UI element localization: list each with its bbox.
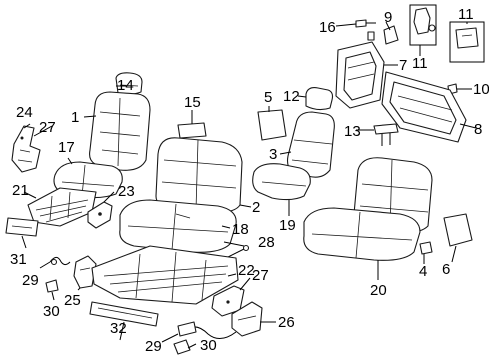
part-20-bench-cushion-right [303, 207, 421, 261]
callout-29b: 29 [145, 338, 162, 355]
part-30-clip-left [45, 279, 59, 293]
callout-7: 7 [399, 57, 407, 74]
part-1-seat-back-left [89, 91, 151, 171]
part-16-bolt [355, 19, 376, 41]
part-27-bracket-center [211, 285, 245, 317]
callout-24: 24 [16, 104, 33, 121]
part-29-cable-center [177, 321, 237, 339]
part-7-seat-back-frame [335, 41, 385, 109]
callout-9: 9 [384, 9, 392, 26]
leader-lines [21, 21, 477, 349]
part-31-trim-panel [5, 217, 39, 237]
part-9-box [409, 4, 437, 46]
callout-10: 10 [473, 81, 489, 98]
callout-31: 31 [10, 251, 27, 268]
callout-3: 3 [269, 146, 277, 163]
callout-30a: 30 [43, 303, 60, 320]
part-9-latch [383, 25, 399, 45]
callout-16: 16 [319, 19, 336, 36]
callout-21: 21 [12, 182, 29, 199]
part-13-headrest-guide [373, 123, 399, 146]
callout-11b: 11 [458, 6, 474, 23]
callout-15: 15 [184, 94, 201, 111]
callout-25: 25 [64, 292, 81, 309]
callout-29a: 29 [22, 272, 39, 289]
callout-22: 22 [238, 262, 255, 279]
callout-14: 14 [117, 77, 134, 94]
callout-30b: 30 [200, 337, 217, 354]
part-32-trim-bar [89, 301, 159, 327]
callout-13: 13 [344, 123, 361, 140]
callout-1: 1 [71, 109, 79, 126]
part-8-seat-back-frame-right [381, 71, 467, 143]
part-6-panel [443, 213, 473, 247]
callout-2: 2 [252, 199, 260, 216]
part-18-bench-cushion [119, 199, 237, 253]
part-15-armrest-pad [177, 122, 207, 139]
callout-4: 4 [419, 263, 427, 280]
part-21-seat-frame-left [27, 187, 97, 227]
callout-18: 18 [232, 221, 249, 238]
part-22-seat-frame [91, 245, 239, 305]
callout-17: 17 [58, 139, 75, 156]
part-4-clip [419, 241, 433, 255]
callout-27b: 27 [252, 267, 269, 284]
part-19-seat-cushion [252, 163, 311, 201]
callout-6: 6 [442, 261, 450, 278]
part-24-bracket [11, 125, 41, 173]
part-26-latch [231, 301, 263, 337]
callout-26: 26 [278, 314, 295, 331]
part-25-latch [73, 255, 97, 289]
callout-27a: 27 [39, 119, 56, 136]
part-29-cable-left [49, 256, 71, 266]
callout-28: 28 [258, 234, 275, 251]
callout-19: 19 [279, 217, 296, 234]
callout-8: 8 [474, 121, 482, 138]
part-11-box [449, 21, 485, 63]
callout-12: 12 [283, 88, 300, 105]
part-12-headrest [305, 87, 334, 111]
part-5-panel [257, 109, 287, 141]
part-3-seat-back-right [286, 111, 335, 178]
callout-20: 20 [370, 282, 387, 299]
callout-32: 32 [110, 320, 127, 337]
callout-labels: 1 2 3 4 5 6 7 8 9 10 11 11 12 13 14 15 1… [10, 6, 489, 355]
part-30-clip-center [173, 339, 191, 355]
callout-23: 23 [118, 183, 135, 200]
callout-5: 5 [264, 89, 272, 106]
callout-11a: 11 [412, 55, 428, 72]
